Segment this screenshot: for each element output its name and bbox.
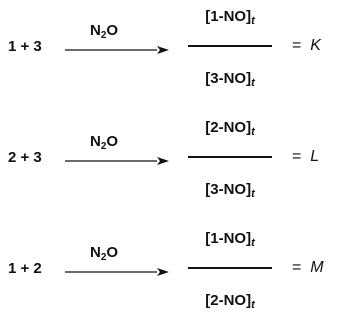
fraction-denominator: [3-NO]t xyxy=(205,181,255,200)
fraction-numerator: [2-NO]t xyxy=(205,119,255,138)
fraction-denominator: [2-NO]t xyxy=(205,292,255,311)
fraction-bar xyxy=(188,267,272,269)
equilibrium-constant: = L xyxy=(292,148,320,165)
equilibrium-constant: = M xyxy=(292,259,324,276)
reactants: 1 + 3 xyxy=(8,38,42,55)
equation-1: 1 + 3 N2O [1-NO]t [3-NO]t = K xyxy=(0,0,342,100)
fraction-bar xyxy=(188,45,272,47)
equilibrium-constant: = K xyxy=(292,37,321,54)
reagent-label: N2O xyxy=(90,133,119,152)
reagent-label: N2O xyxy=(90,244,119,263)
fraction-bar xyxy=(188,156,272,158)
fraction-denominator: [3-NO]t xyxy=(205,70,255,89)
equation-3: 1 + 2 N2O [1-NO]t [2-NO]t = M xyxy=(0,222,342,322)
fraction-numerator: [1-NO]t xyxy=(205,8,255,27)
reactants: 2 + 3 xyxy=(8,149,42,166)
fraction-numerator: [1-NO]t xyxy=(205,230,255,249)
equation-2: 2 + 3 N2O [2-NO]t [3-NO]t = L xyxy=(0,111,342,211)
reaction-arrow-icon xyxy=(65,46,169,54)
reactants: 1 + 2 xyxy=(8,260,42,277)
reaction-arrow-icon xyxy=(65,157,169,165)
reaction-arrow-icon xyxy=(65,268,169,276)
reagent-label: N2O xyxy=(90,22,119,41)
